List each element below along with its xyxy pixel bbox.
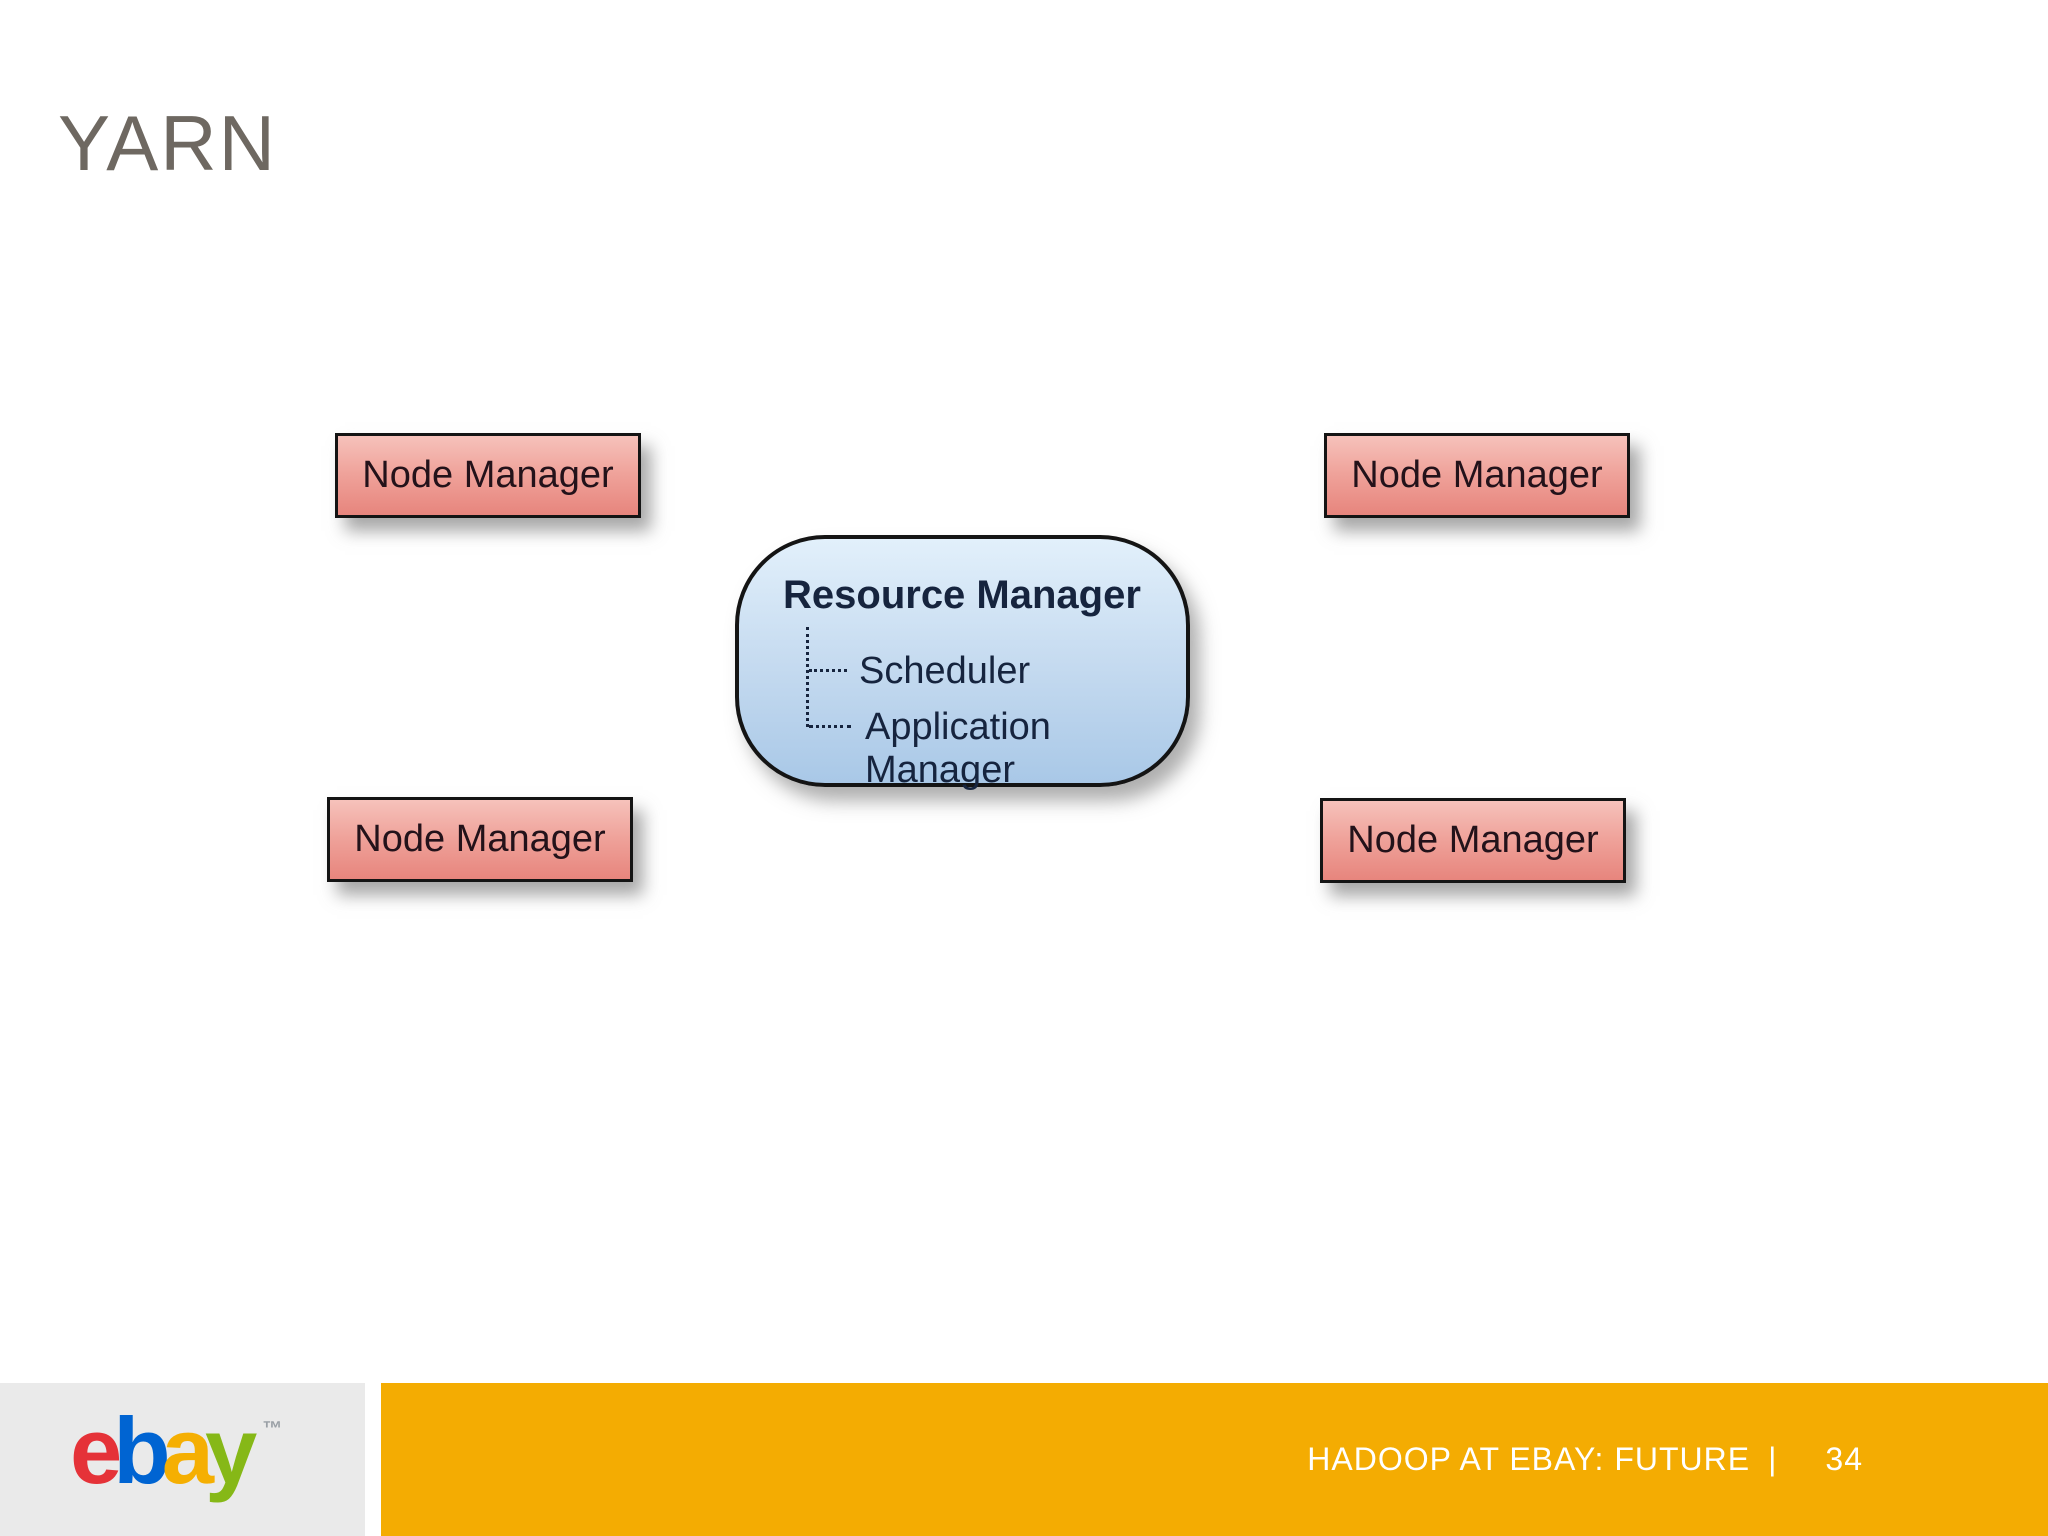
node-manager-label: Node Manager [1351, 454, 1603, 496]
resource-manager-title: Resource Manager [783, 573, 1141, 617]
footer-slide-label: HADOOP AT EBAY: FUTURE [1307, 1441, 1751, 1477]
scheduler-label: Scheduler [859, 650, 1031, 692]
ebay-logo-letter-a: a [161, 1398, 214, 1503]
node-manager-box-bottom-left: Node Manager [327, 797, 633, 882]
resource-manager-box: Resource Manager Scheduler Application M… [735, 535, 1190, 791]
footer-divider: | [1768, 1441, 1778, 1477]
tree-branch-dotted-line [809, 669, 847, 672]
node-manager-label: Node Manager [1347, 819, 1599, 861]
node-manager-label: Node Manager [354, 818, 606, 860]
node-manager-label: Node Manager [362, 454, 614, 496]
tree-vertical-dotted-line [806, 627, 809, 727]
ebay-logo-letter-y: y [204, 1398, 257, 1503]
tree-branch-dotted-line [809, 725, 851, 728]
node-manager-box-top-left: Node Manager [335, 433, 641, 518]
ebay-logo-letter-b: b [113, 1398, 171, 1503]
footer-page-number: 34 [1825, 1441, 1863, 1477]
footer-bar: HADOOP AT EBAY: FUTURE | 34 [381, 1383, 2048, 1536]
node-manager-box-bottom-right: Node Manager [1320, 798, 1626, 883]
ebay-logo-letter-e: e [70, 1398, 122, 1503]
trademark-symbol: ™ [262, 1418, 283, 1440]
application-manager-label: Application Manager [865, 706, 1051, 791]
node-manager-box-top-right: Node Manager [1324, 433, 1630, 518]
slide-title: YARN [58, 99, 277, 187]
footer-logo-panel [0, 1383, 365, 1536]
